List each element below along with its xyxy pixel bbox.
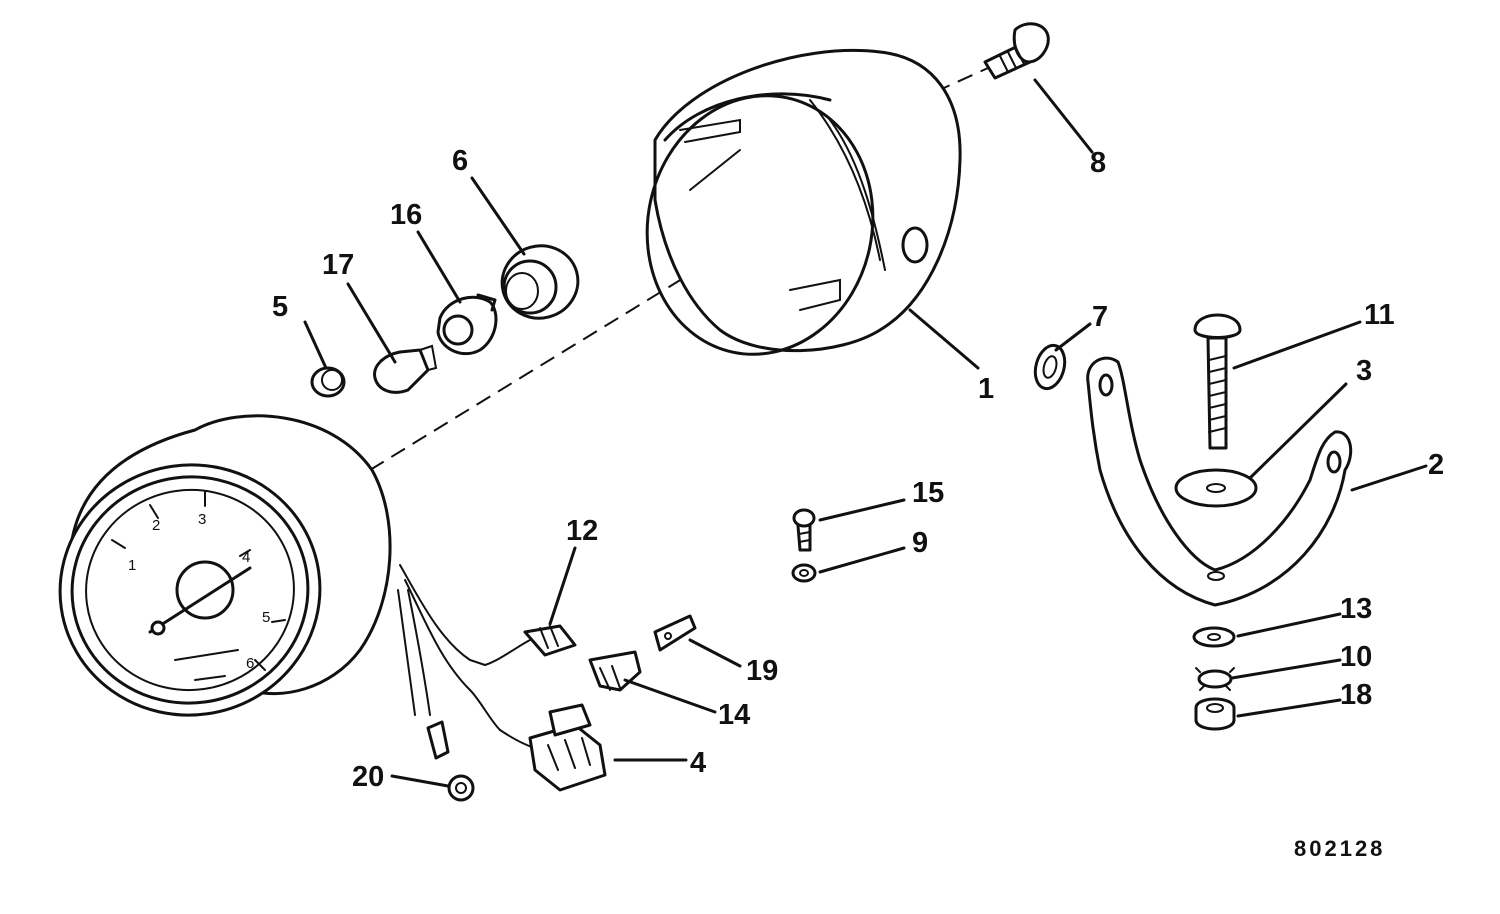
dial-number-1: 1: [128, 557, 136, 574]
callout-13: 13: [1340, 593, 1372, 625]
grommet: [500, 244, 580, 320]
callout-7: 7: [1092, 301, 1108, 333]
terminal-block: [528, 703, 607, 792]
tachometer-gauge: 1 2 3 4 5 6: [58, 414, 392, 717]
small-nut: [791, 563, 817, 583]
dial-number-5: 5: [262, 609, 270, 626]
terminal: [653, 614, 697, 652]
lock-washer: [1195, 667, 1235, 691]
rear-housing-cup: [645, 48, 962, 356]
callout-10: 10: [1340, 641, 1372, 673]
washer: [1033, 343, 1067, 391]
lamp-bulb: [373, 344, 438, 394]
wire-clip: [588, 650, 642, 692]
callout-17: 17: [322, 249, 354, 281]
callout-12: 12: [566, 515, 598, 547]
callout-labels: 1 2 3 4 5 6 7 8 9 10 11 12 13 14 15 16 1…: [272, 145, 1444, 793]
callout-9: 9: [912, 527, 928, 559]
callout-11: 11: [1364, 299, 1395, 331]
dial-number-3: 3: [198, 511, 206, 528]
callout-6: 6: [452, 145, 468, 177]
callout-5: 5: [272, 291, 288, 323]
callout-4: 4: [690, 747, 706, 779]
callout-3: 3: [1356, 355, 1372, 387]
callout-20: 20: [352, 761, 384, 793]
hex-nut: [1194, 697, 1236, 731]
callout-1: 1: [978, 373, 994, 405]
connector: [523, 624, 577, 657]
carriage-bolt: [1193, 313, 1242, 450]
bolt: [983, 22, 1050, 80]
dial-number-4: 4: [242, 549, 250, 566]
small-screw: [792, 508, 816, 552]
lamp-socket: [436, 293, 498, 356]
flat-washer: [1174, 468, 1258, 508]
callout-15: 15: [912, 477, 944, 509]
ring-terminal: [447, 774, 475, 802]
bulb-cap: [310, 366, 346, 398]
gauge-wires: [397, 564, 536, 760]
callout-19: 19: [746, 655, 778, 687]
lower-washer: [1192, 626, 1236, 648]
callout-2: 2: [1428, 449, 1444, 481]
mounting-bracket: [1086, 356, 1353, 607]
callout-8: 8: [1090, 147, 1106, 179]
dial-number-6: 6: [246, 655, 254, 672]
leader-lines: [303, 78, 1428, 788]
callout-14: 14: [718, 699, 750, 731]
callout-16: 16: [390, 199, 422, 231]
dial-number-2: 2: [152, 517, 160, 534]
callout-18: 18: [1340, 679, 1372, 711]
figure-number: 802128: [1294, 836, 1385, 861]
